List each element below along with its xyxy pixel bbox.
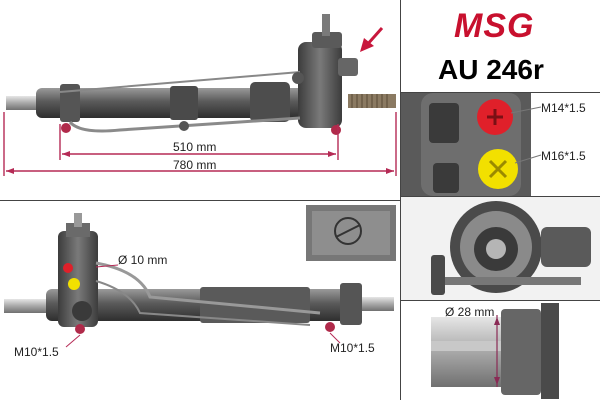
- divider-right-1: [400, 92, 600, 93]
- dimension-inner-label: 510 mm: [173, 140, 217, 154]
- part-number: AU 246r: [438, 54, 544, 85]
- divider-vertical: [400, 0, 401, 400]
- top-view-panel: 510 mm 780 mm: [0, 0, 400, 200]
- upper-port-label: M14*1.5: [541, 101, 586, 115]
- thread-left-label: M10*1.5: [14, 345, 59, 359]
- dimension-outer-label: 780 mm: [173, 158, 217, 172]
- rack-side-view-illustration: [4, 205, 396, 348]
- shaft-closeup-illustration: [431, 303, 559, 399]
- rack-top-view-illustration: [3, 14, 397, 176]
- port-closeup-panel: M14*1.5 M16*1.5: [401, 93, 600, 196]
- lower-port-label: M16*1.5: [541, 149, 586, 163]
- end-view-illustration: [401, 197, 600, 300]
- shaft-closeup-panel: Ø 28 mm: [401, 301, 600, 400]
- end-view-panel: [401, 197, 600, 300]
- shaft-diameter-label: Ø 28 mm: [445, 305, 495, 319]
- brand-logo: MSG: [454, 7, 535, 45]
- brand-panel: [401, 0, 600, 92]
- divider-right-2: [400, 196, 600, 197]
- divider-right-3: [400, 300, 600, 301]
- hose-diameter-label: Ø 10 mm: [118, 253, 168, 267]
- side-view-panel: Ø 10 mm M10*1.5 M10*1.5: [0, 201, 400, 400]
- port-closeup-illustration: [401, 93, 542, 196]
- divider-left-horizontal: [0, 200, 400, 201]
- thread-right-label: M10*1.5: [330, 341, 375, 355]
